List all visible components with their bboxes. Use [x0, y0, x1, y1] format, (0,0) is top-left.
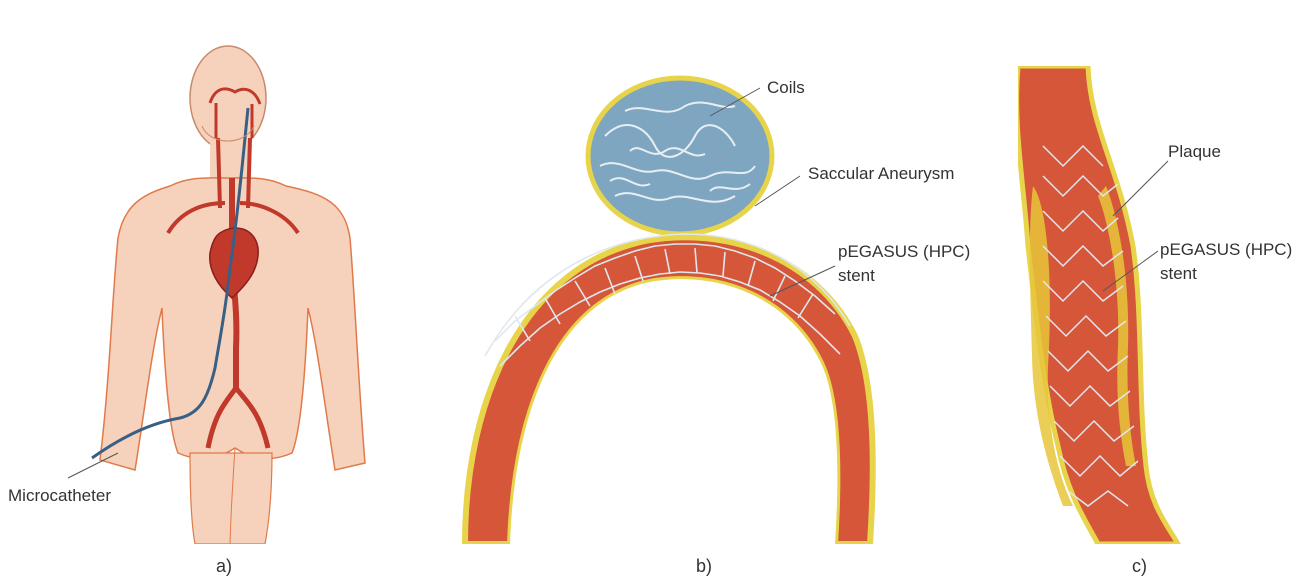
stent-c-label-line1: pEGASUS (HPC): [1160, 240, 1292, 259]
panel-a-body-illustration: [40, 8, 412, 544]
carotid-left: [218, 138, 220, 208]
stent-b-label-line2: stent: [838, 266, 875, 285]
caption-b: b): [696, 556, 712, 577]
stent-c-label-line2: stent: [1160, 264, 1197, 283]
aneurysm-figure: [455, 66, 895, 544]
stent-b-label-line1: pEGASUS (HPC): [838, 242, 970, 261]
aneurysm-sac: [588, 78, 772, 234]
panel-b-aneurysm-illustration: [455, 66, 895, 544]
carotid-right: [248, 138, 250, 208]
coils-label: Coils: [767, 78, 805, 97]
head: [190, 46, 266, 150]
microcatheter-label: Microcatheter: [8, 486, 111, 505]
aneurysm-label: Saccular Aneurysm: [808, 164, 954, 183]
caption-c: c): [1132, 556, 1147, 577]
plaque-figure: [1018, 66, 1210, 544]
caption-a: a): [216, 556, 232, 577]
plaque-label: Plaque: [1168, 142, 1221, 161]
body-figure: [40, 8, 412, 544]
panel-c-plaque-illustration: [1018, 66, 1210, 544]
legs: [190, 453, 272, 544]
